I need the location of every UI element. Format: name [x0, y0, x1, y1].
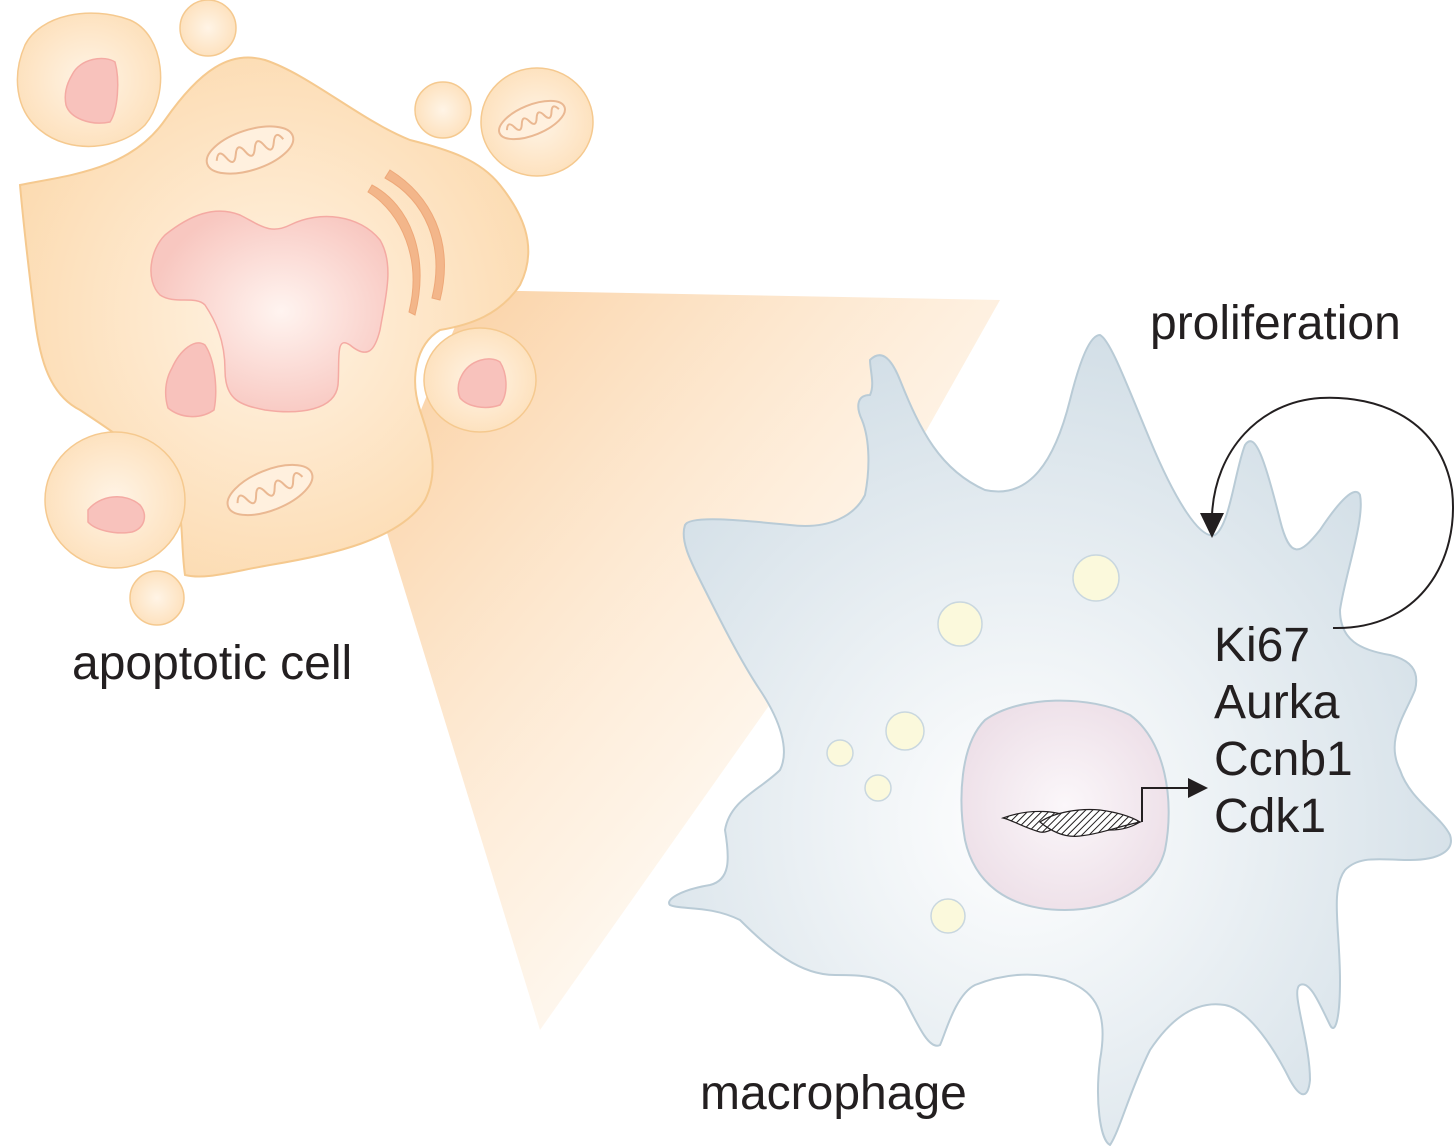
apoptotic-body: [179, 0, 237, 57]
mitochondrion-icon: [205, 125, 295, 175]
gene-label: Cdk1: [1214, 790, 1327, 843]
vesicle: [864, 774, 892, 802]
gene-label: Aurka: [1214, 676, 1340, 729]
bleb-nucleus: [457, 358, 507, 409]
arrow-icon: [1200, 513, 1224, 538]
arrow-icon: [1188, 778, 1208, 798]
macrophage-nucleus: [960, 699, 1170, 912]
vesicle: [826, 739, 854, 767]
dna-helix-icon: [1000, 808, 1142, 837]
mitochondrion-icon: [498, 99, 566, 141]
arrow-icon: [1141, 787, 1190, 822]
macrophage-label: macrophage: [700, 1067, 967, 1120]
mitochondrion-icon: [226, 463, 314, 517]
bleb-nucleus: [64, 57, 119, 124]
vesicle: [1072, 554, 1120, 602]
apoptotic-blebs: [16, 0, 594, 626]
apoptotic-nucleus: [150, 210, 389, 413]
bleb-nucleus: [87, 496, 146, 534]
vesicle: [937, 601, 983, 647]
proliferation-arrow: [1211, 396, 1454, 630]
proliferation-label: proliferation: [1150, 297, 1401, 350]
apoptotic-body: [414, 81, 472, 139]
er-membrane-inner: [367, 184, 421, 316]
gene-label: Ki67: [1214, 619, 1311, 672]
er-membrane: [384, 169, 445, 301]
apoptotic-body: [129, 570, 185, 626]
macrophage-cell: [668, 333, 1452, 1146]
nuclear-fragment: [164, 342, 217, 418]
gene-list: Ki67 Aurka Ccnb1 Cdk1: [1214, 617, 1353, 845]
vesicle: [885, 711, 925, 751]
vesicle: [930, 898, 966, 934]
engulfment-beam: [380, 290, 1000, 1030]
apoptotic-cell-label: apoptotic cell: [72, 637, 353, 690]
gene-label: Ccnb1: [1214, 733, 1353, 786]
